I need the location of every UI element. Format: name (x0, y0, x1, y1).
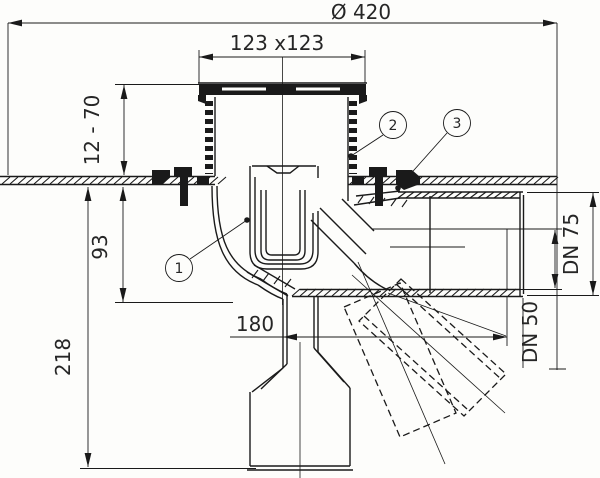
alternative-outlet-steep (343, 282, 457, 438)
flange-edge-left (152, 170, 170, 184)
dimension-outlet-offset: 180 (230, 296, 508, 346)
adjustable-riser (205, 97, 357, 176)
clamping-flange-bolts (174, 167, 387, 206)
floor-hatch-left (1, 176, 227, 185)
outlet-centerlines (282, 57, 507, 478)
depth-total-label: 218 (51, 338, 75, 376)
seal-right (352, 176, 364, 184)
depth-pipe-label: 93 (88, 234, 112, 259)
dimension-flange-diameter: Ø 420 (7, 0, 558, 370)
grate-foot-left (198, 95, 206, 104)
callout-3: 3 (395, 109, 471, 191)
odour-trap-insert (249, 165, 319, 270)
dimension-bore-dn50: DN 50 (518, 230, 566, 370)
callout-1: 1 (165, 217, 250, 282)
alternative-outlet-45deg (358, 278, 507, 417)
grate-size-label: 123 x123 (230, 31, 325, 55)
bolt-right-shaft (375, 176, 383, 206)
flange-diameter-label: Ø 420 (331, 0, 391, 24)
seal-left (197, 176, 209, 184)
grate-foot-right (359, 95, 367, 104)
dimension-adjust-range: 12 - 70 (80, 84, 199, 175)
grate-slot-2 (296, 87, 340, 91)
bore-dn50-label: DN 50 (518, 301, 542, 363)
bolt-right-head (369, 167, 387, 176)
outlet-offset-label: 180 (236, 312, 274, 336)
flange-edge-right (396, 170, 420, 190)
bolt-left-head (174, 167, 192, 176)
callout-2: 2 (348, 111, 407, 159)
dimension-outlet-dn75: DN 75 (527, 192, 599, 296)
adjust-range-label: 12 - 70 (80, 95, 104, 166)
callout-2-label: 2 (389, 118, 398, 134)
dimension-grate-size: 123 x123 (198, 31, 366, 83)
floor-slab (0, 170, 559, 190)
outlet-dn75-label: DN 75 (559, 213, 583, 275)
dimension-depth-pipe: 93 (88, 187, 233, 303)
callout-1-label: 1 (175, 261, 184, 277)
grate-slot-1 (222, 87, 266, 91)
dimension-depth-total: 218 (51, 187, 256, 469)
outlet-bend (246, 190, 408, 297)
callout-3-label: 3 (453, 116, 462, 132)
horizontal-outlet-pipe (291, 191, 562, 298)
bolt-left-shaft (180, 176, 188, 206)
